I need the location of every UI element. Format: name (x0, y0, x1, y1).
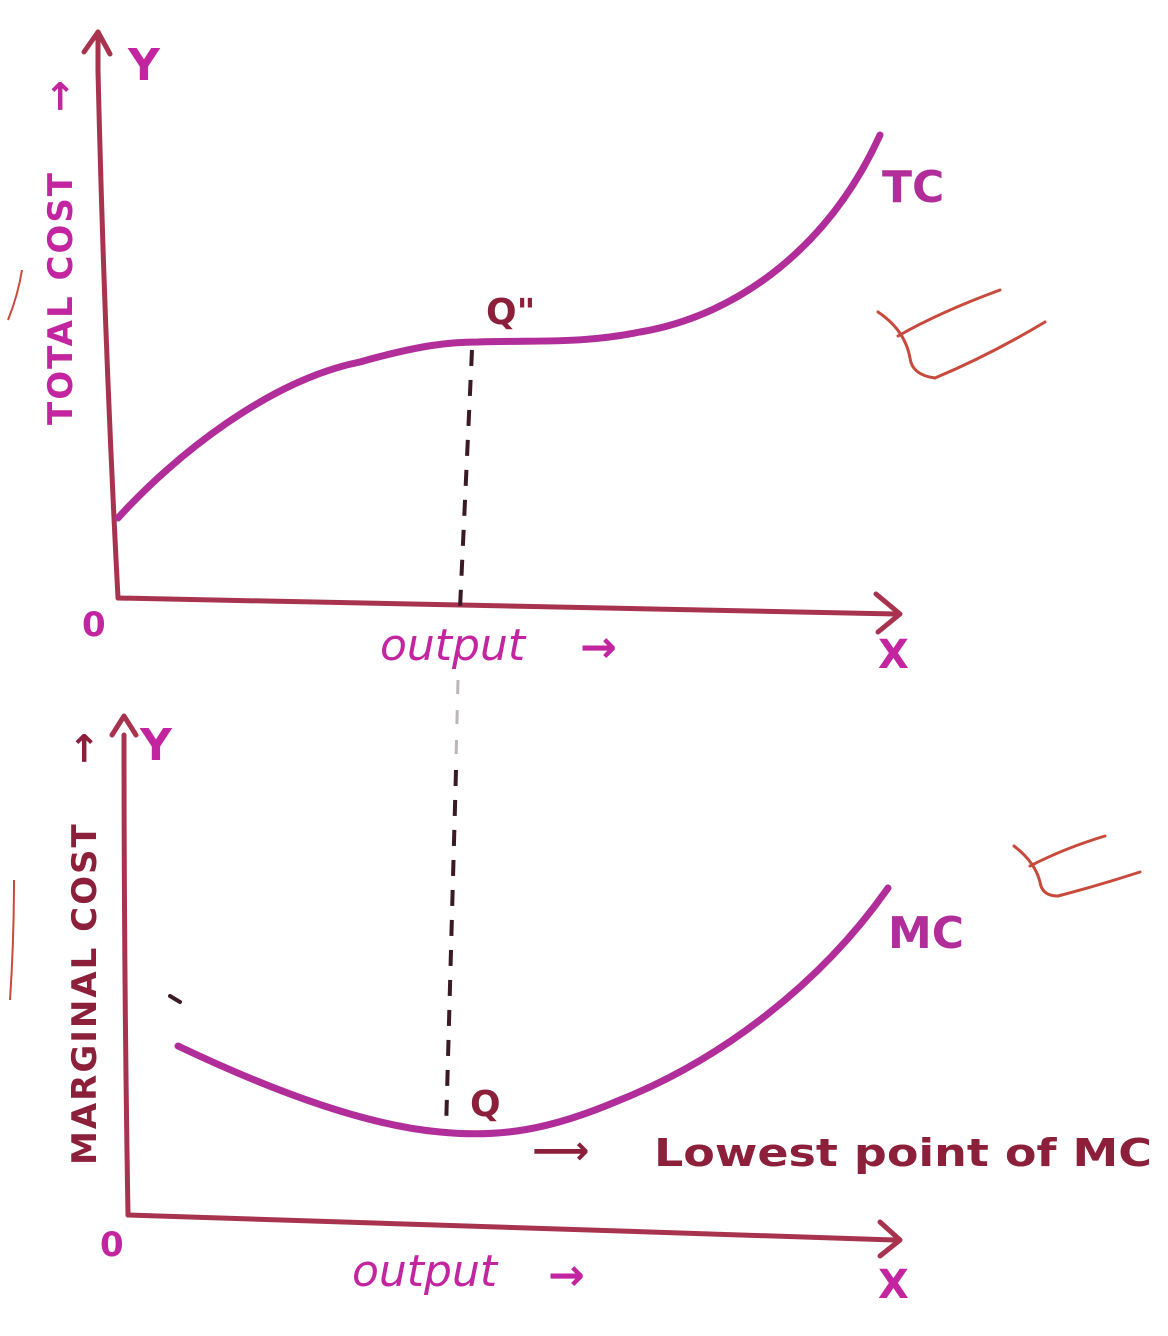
top-dashed-guide (458, 349, 474, 609)
bottom-y-axis-arrowhead (109, 713, 139, 738)
bottom-point-label: Q (470, 1084, 501, 1125)
tc-curve-label: TC (882, 162, 944, 213)
bottom-x-axis-label: output (352, 1246, 499, 1297)
top-y-axis-title: TOTAL COST (41, 171, 81, 425)
bottom-x-axis-arrowhead (877, 1219, 903, 1259)
bottom-y-axis-title-arrow: → (61, 732, 105, 764)
bottom-x-axis-label-arrow: → (548, 1250, 585, 1301)
lowest-point-annotation: Lowest point of MC (654, 1131, 1152, 1175)
top-point-label: Q" (486, 292, 535, 333)
top-graph: TOTAL COST → Y 0 X output → TC Q" (37, 29, 1047, 678)
top-y-axis-title-arrow: → (37, 80, 81, 112)
mc-curve-label: MC (888, 908, 964, 959)
bottom-graph: MARGINAL COST → Y 0 X output → MC Q ⟶ Lo… (61, 713, 1152, 1308)
top-y-axis (95, 67, 121, 601)
check-mark-icon (876, 288, 1047, 380)
top-x-axis (115, 595, 898, 617)
top-x-axis-label: output (380, 620, 527, 671)
left-margin-mark-top (7, 269, 23, 321)
bottom-x-axis (125, 1212, 898, 1243)
mc-curve (174, 884, 892, 1138)
top-x-axis-label-arrow: → (580, 622, 617, 673)
top-origin: 0 (82, 605, 106, 645)
bottom-y-letter: Y (139, 720, 173, 771)
bottom-y-axis-title: MARGINAL COST (65, 822, 105, 1165)
bottom-y-axis (121, 732, 131, 1218)
top-x-axis-arrowhead (873, 591, 903, 635)
left-margin-mark-bottom (9, 879, 15, 1001)
bottom-dashed-guide (444, 769, 458, 1131)
lowest-point-annotation-arrow: ⟶ (532, 1128, 589, 1174)
top-y-letter: Y (127, 40, 161, 91)
check-mark-icon (1012, 834, 1142, 898)
middle-dashed-guide (454, 679, 460, 761)
tc-curve (114, 131, 884, 522)
bottom-origin: 0 (100, 1225, 124, 1265)
top-x-letter: X (878, 632, 909, 678)
mc-start-mark (168, 994, 182, 1004)
bottom-x-letter: X (878, 1262, 909, 1308)
